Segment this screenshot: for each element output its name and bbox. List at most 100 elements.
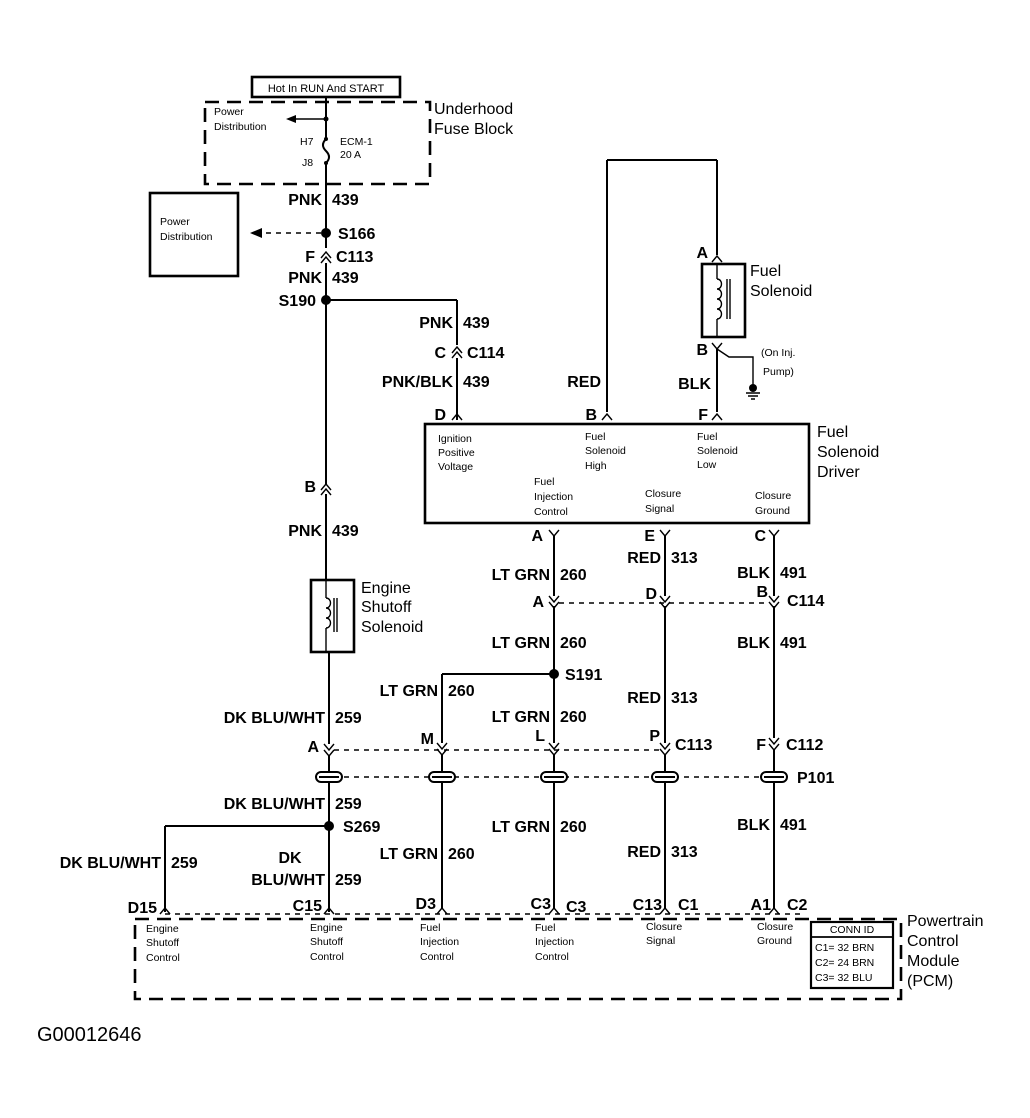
pcm-connector-id: C2 [787, 897, 808, 914]
connector-icon [159, 906, 171, 915]
power-distribution-label-2: Distribution [160, 231, 213, 243]
func-line: Solenoid [697, 445, 738, 457]
func-line: Ground [755, 505, 790, 517]
connector-icon [711, 342, 723, 351]
driver-title-2: Solenoid [817, 444, 879, 461]
pin-b: B [756, 584, 768, 601]
conn-id-title: CONN ID [830, 924, 875, 936]
splice-s191-label: S191 [565, 667, 602, 684]
pcm-title-1: Powertrain [907, 913, 983, 930]
func-line: High [585, 460, 607, 472]
wire-color: RED [627, 690, 661, 707]
wire-color: BLK [737, 817, 770, 834]
engine-shutoff-label-2: Shutoff [361, 599, 412, 616]
connector-icon [548, 742, 560, 757]
grommet-icon [760, 771, 788, 783]
splice-s166 [321, 228, 331, 238]
pcm-func-injection-1: Fuel Injection Control [420, 922, 459, 963]
ground-note-2: Pump) [763, 366, 794, 378]
diagram-id: G00012646 [37, 1024, 142, 1046]
pcm-func-closure-signal: Closure Signal [646, 921, 682, 947]
connector-icon [451, 412, 463, 421]
wire-color: DK [278, 850, 302, 867]
wire-color: LT GRN [492, 635, 550, 652]
pcm-pin: C15 [293, 898, 322, 915]
pin-e: E [644, 528, 655, 545]
pcm-pin: C13 [633, 897, 662, 914]
func-line: Injection [534, 491, 573, 503]
pcm-pin: A1 [751, 897, 772, 914]
driver-func-solenoid-low: Fuel Solenoid Low [697, 431, 738, 471]
pass-through-grommets [315, 771, 788, 783]
func-line: Positive [438, 447, 475, 459]
wire-color: LT GRN [492, 567, 550, 584]
wire-circuit: 260 [448, 683, 475, 700]
fuse-block-title-1: Underhood [434, 101, 513, 118]
pcm-pin: C3 [531, 896, 552, 913]
pin-f: F [305, 249, 315, 266]
connector-icon [548, 529, 560, 538]
wire-color: PNK [419, 315, 453, 332]
wire-color: LT GRN [380, 846, 438, 863]
wire-circuit: 260 [560, 819, 587, 836]
func-line: Solenoid [585, 445, 626, 457]
connector-icon [659, 529, 671, 538]
grommet-icon [315, 771, 343, 783]
pin-b: B [585, 407, 597, 424]
func-line: Signal [646, 935, 675, 947]
func-line: Fuel [697, 431, 717, 443]
connector-icon [768, 906, 780, 915]
driver-func-solenoid-high: Fuel Solenoid High [585, 431, 626, 472]
splice-s166-label: S166 [338, 226, 375, 243]
connector-icon [320, 250, 332, 264]
engine-shutoff-label-3: Solenoid [361, 619, 423, 636]
func-line: Control [146, 952, 180, 964]
wire-color: PNK [288, 270, 322, 287]
power-distribution-label-1: Power [160, 216, 190, 228]
wire-circuit: 259 [171, 855, 198, 872]
pin-a: A [307, 739, 319, 756]
connector-icon [711, 412, 723, 421]
fuse-terminal-h7 [324, 137, 328, 141]
connector-icon [323, 906, 335, 915]
connector-icon [659, 742, 671, 757]
pin-c: C [434, 345, 446, 362]
pcm-connector-id: C3 [566, 899, 587, 916]
pcm-box [133, 917, 903, 1001]
wire-circuit: 260 [560, 567, 587, 584]
wire-color: PNK [288, 192, 322, 209]
conn-id-table: CONN ID C1= 32 BRN C2= 24 BRN C3= 32 BLU [809, 920, 895, 990]
fuel-solenoid-title-1: Fuel [750, 263, 781, 280]
connector-icon [436, 906, 448, 915]
connector-icon [659, 906, 671, 915]
wire-color: RED [627, 550, 661, 567]
fuse-name: ECM-1 [340, 136, 373, 148]
ground-point [749, 384, 757, 392]
fuse-power-dist-1: Power [214, 106, 244, 118]
pcm-pins: D15 C15 D3 C3 C3 C13 C1 A1 C2 [128, 896, 808, 917]
engine-shutoff-label-1: Engine [361, 580, 411, 597]
wire-color: PNK [288, 523, 322, 540]
connector-icon [768, 529, 780, 538]
wire-circuit: 313 [671, 690, 698, 707]
driver-title-3: Driver [817, 464, 860, 481]
pcm-func-engine-shutoff-2: Engine Shutoff Control [310, 922, 344, 963]
func-line: Fuel [420, 922, 440, 934]
pin-a: A [531, 528, 543, 545]
wire-color: BLU/WHT [251, 872, 325, 889]
func-line: Engine [310, 922, 343, 934]
func-line: Control [535, 951, 569, 963]
pin-c: C [754, 528, 766, 545]
pcm-title-4: (PCM) [907, 973, 953, 990]
wire-color: BLK [737, 565, 770, 582]
wire-circuit: 260 [560, 709, 587, 726]
func-line: Signal [645, 503, 674, 515]
pcm-title-2: Control [907, 933, 959, 950]
driver-func-closure-ground: Closure Ground [755, 490, 791, 517]
func-line: Closure [646, 921, 682, 933]
func-line: Control [534, 506, 568, 518]
sol-pin-a: A [696, 245, 708, 262]
wire-circuit: 313 [671, 844, 698, 861]
pin-d: D [434, 407, 446, 424]
grommet-icon [428, 771, 456, 783]
